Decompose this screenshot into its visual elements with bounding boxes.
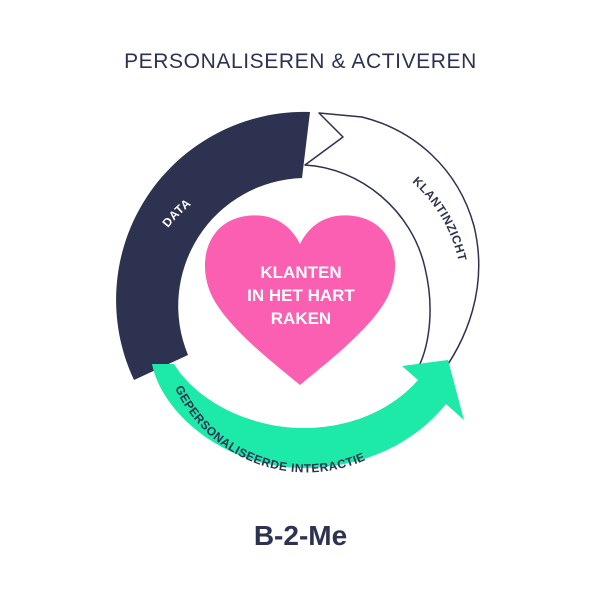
segment-data-arrow	[116, 111, 310, 380]
heart-text-line-2: IN HET HART	[247, 286, 355, 305]
diagram-footer: B-2-Me	[253, 520, 348, 551]
heart-icon	[204, 215, 396, 385]
segment-interactie-arrow	[152, 360, 464, 468]
heart-text-line-1: KLANTEN	[260, 263, 341, 282]
diagram-title: PERSONALISEREN & ACTIVEREN	[124, 50, 477, 73]
heart-text-line-3: RAKEN	[271, 309, 331, 328]
